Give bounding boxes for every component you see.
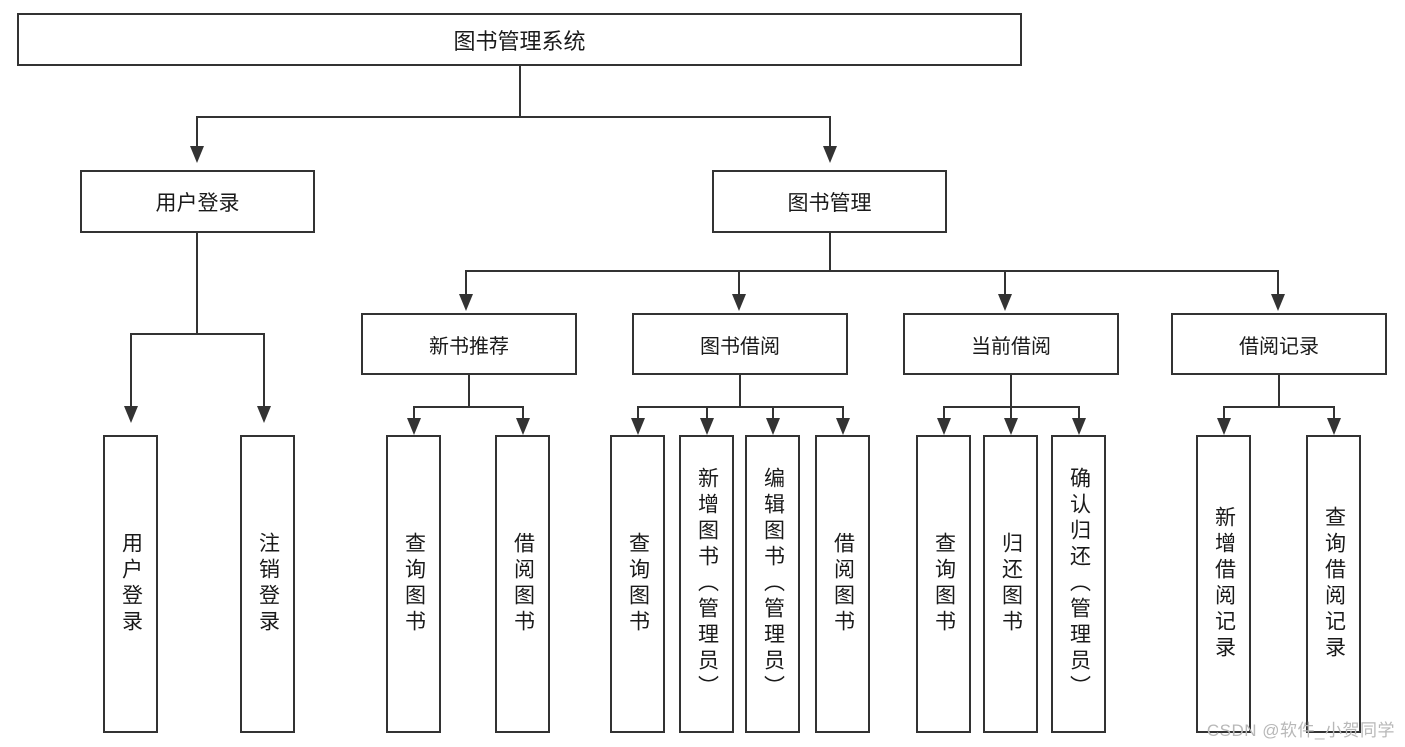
node-label: 当前借阅 [971,335,1051,358]
connector-level2-drop-1 [738,270,740,296]
arrowhead-current-borrow-leaf-2 [1072,418,1086,435]
leaf-book-borrow-borrow-books[interactable]: 借阅图书 [815,435,870,733]
leaf-book-borrow-edit-book-admin[interactable]: 编辑图书（管理员） [745,435,800,733]
connector-book-management-stem [829,233,831,271]
node-label: 图书管理 [787,191,872,215]
arrowhead-current-borrow-leaf-0 [937,418,951,435]
connector-book-borrow-bus [638,406,843,408]
node-root-book-management-system[interactable]: 图书管理系统 [17,13,1022,66]
node-label: 借阅记录 [1239,335,1319,358]
leaf-new-book-query-books[interactable]: 查询图书 [386,435,441,733]
node-label: 图书管理系统 [453,28,586,54]
connector-book-borrow-drop-1 [706,406,708,420]
connector-level1-bus [197,116,831,118]
connector-level2-drop-0 [465,270,467,296]
connector-book-borrow-stem [739,375,741,407]
connector-level1-drop-1 [829,116,831,148]
arrowhead-book-borrow-leaf-1 [700,418,714,435]
arrowhead-level1-1 [823,146,837,163]
connector-current-borrow-stem [1010,375,1012,407]
node-current-borrow[interactable]: 当前借阅 [903,313,1119,375]
node-label: 借阅图书 [511,532,535,636]
connector-user-login-stem [196,233,198,334]
node-book-borrow[interactable]: 图书借阅 [632,313,848,375]
arrowhead-user-login-leaf-0 [124,406,138,423]
arrowhead-level2-3 [1271,294,1285,311]
leaf-book-borrow-add-book-admin[interactable]: 新增图书（管理员） [679,435,734,733]
arrowhead-book-borrow-leaf-3 [836,418,850,435]
node-label: 借阅图书 [831,532,855,636]
node-label: 编辑图书（管理员） [761,467,785,701]
connector-book-borrow-drop-0 [637,406,639,420]
node-label: 查询图书 [626,532,650,636]
connector-borrow-record-drop-1 [1333,406,1335,420]
connector-level2-bus [466,270,1279,272]
leaf-current-borrow-return-books[interactable]: 归还图书 [983,435,1038,733]
leaf-borrow-record-query-record[interactable]: 查询借阅记录 [1306,435,1361,733]
connector-user-login-drop-1 [263,333,265,408]
connector-current-borrow-drop-0 [943,406,945,420]
node-label: 用户登录 [119,532,143,636]
arrowhead-borrow-record-leaf-1 [1327,418,1341,435]
arrowhead-book-borrow-leaf-0 [631,418,645,435]
node-label: 查询借阅记录 [1322,506,1346,662]
node-borrow-record[interactable]: 借阅记录 [1171,313,1387,375]
connector-new-book-stem [468,375,470,407]
node-label: 用户登录 [155,191,240,215]
leaf-current-borrow-confirm-return-admin[interactable]: 确认归还（管理员） [1051,435,1106,733]
node-user-login[interactable]: 用户登录 [80,170,315,233]
connector-new-book-drop-1 [522,406,524,420]
arrowhead-new-book-leaf-1 [516,418,530,435]
node-label: 查询图书 [932,532,956,636]
leaf-book-borrow-query-books[interactable]: 查询图书 [610,435,665,733]
connector-user-login-drop-0 [130,333,132,408]
arrowhead-level2-0 [459,294,473,311]
arrowhead-user-login-leaf-1 [257,406,271,423]
arrowhead-level2-2 [998,294,1012,311]
csdn-watermark: CSDN @软件_小贺同学 [1206,721,1395,740]
leaf-user-login-login[interactable]: 用户登录 [103,435,158,733]
leaf-current-borrow-query-books[interactable]: 查询图书 [916,435,971,733]
connector-user-login-bus [131,333,264,335]
node-label: 查询图书 [402,532,426,636]
connector-new-book-drop-0 [413,406,415,420]
node-book-management[interactable]: 图书管理 [712,170,947,233]
connector-current-borrow-drop-2 [1078,406,1080,420]
connector-current-borrow-drop-1 [1010,406,1012,420]
node-label: 新增借阅记录 [1212,506,1236,662]
arrowhead-current-borrow-leaf-1 [1004,418,1018,435]
connector-borrow-record-drop-0 [1223,406,1225,420]
connector-new-book-bus [414,406,523,408]
node-label: 注销登录 [256,532,280,636]
node-label: 图书借阅 [700,335,780,358]
leaf-user-login-logout[interactable]: 注销登录 [240,435,295,733]
arrowhead-borrow-record-leaf-0 [1217,418,1231,435]
connector-borrow-record-stem [1278,375,1280,407]
node-label: 归还图书 [999,532,1023,636]
node-label: 确认归还（管理员） [1067,467,1091,701]
arrowhead-level1-0 [190,146,204,163]
connector-level2-drop-2 [1004,270,1006,296]
arrowhead-book-borrow-leaf-2 [766,418,780,435]
node-label: 新增图书（管理员） [695,467,719,701]
arrowhead-level2-1 [732,294,746,311]
connector-level1-drop-0 [196,116,198,148]
node-new-book-recommend[interactable]: 新书推荐 [361,313,577,375]
connector-level2-drop-3 [1277,270,1279,296]
leaf-new-book-borrow-books[interactable]: 借阅图书 [495,435,550,733]
node-label: 新书推荐 [429,335,509,358]
connector-book-borrow-drop-3 [842,406,844,420]
connector-book-borrow-drop-2 [772,406,774,420]
leaf-borrow-record-add-record[interactable]: 新增借阅记录 [1196,435,1251,733]
connector-borrow-record-bus [1224,406,1334,408]
connector-root-stem [519,66,521,117]
arrowhead-new-book-leaf-0 [407,418,421,435]
